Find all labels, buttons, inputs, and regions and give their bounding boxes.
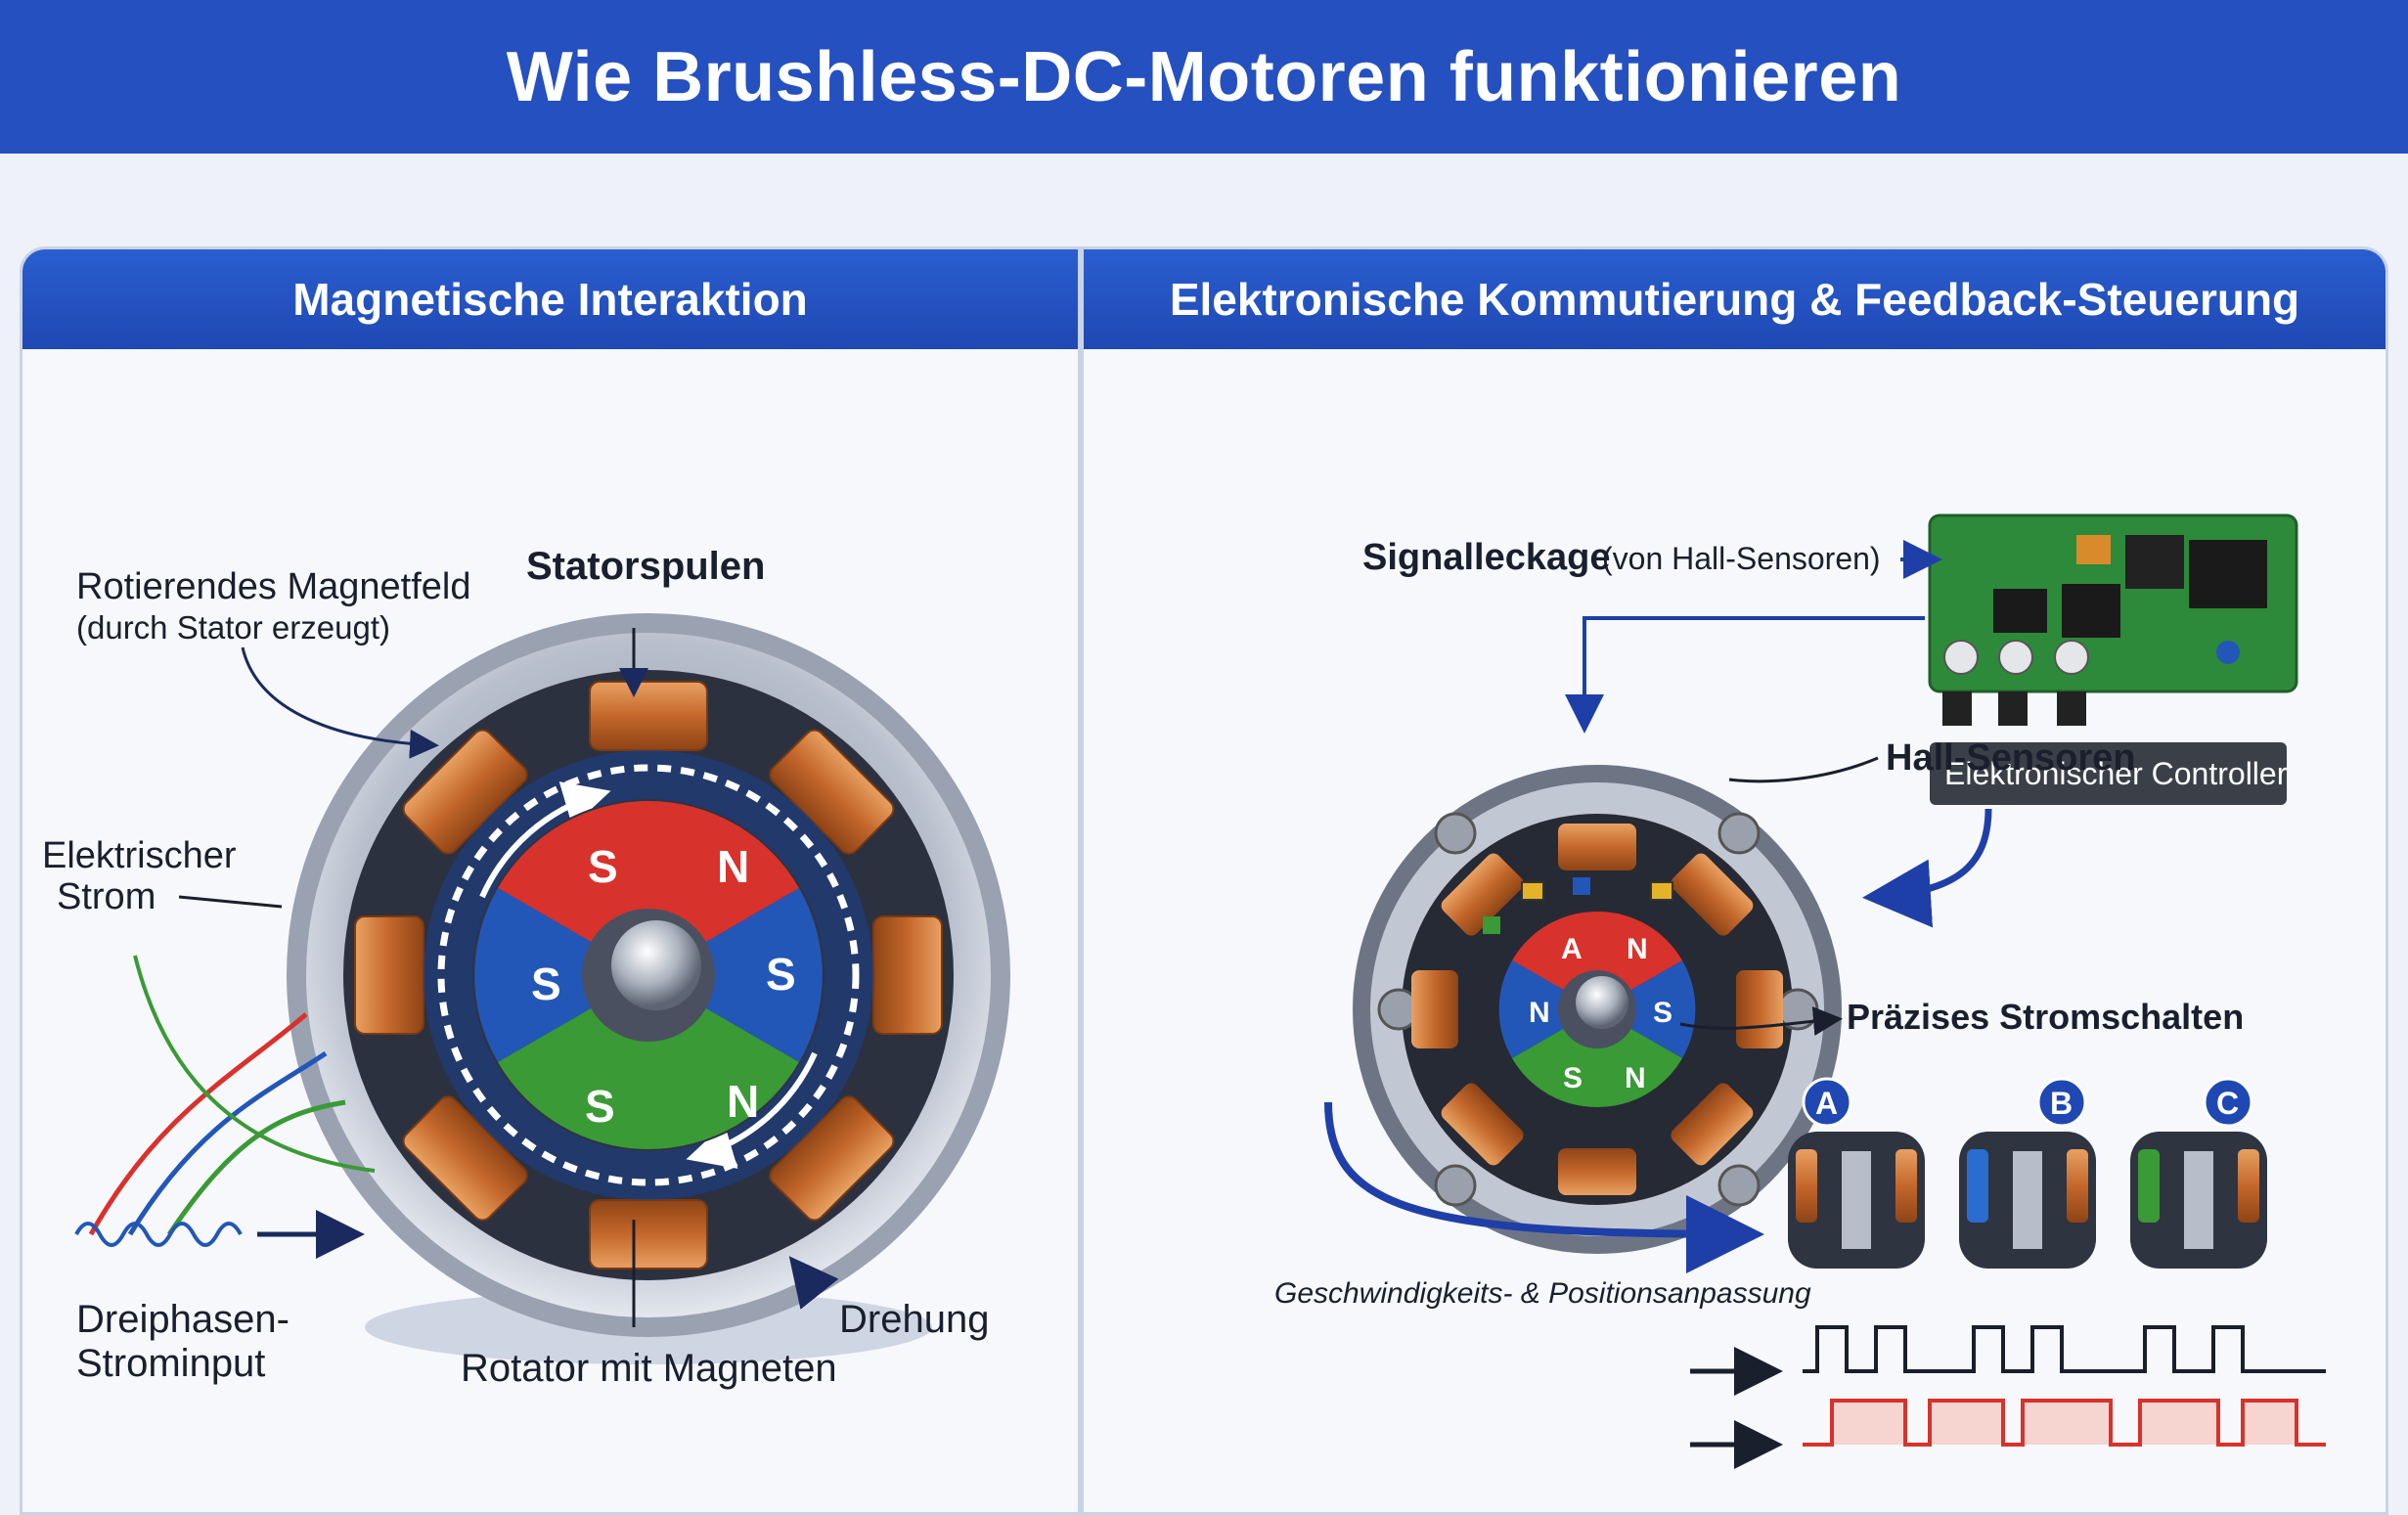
pole-label: N	[717, 841, 749, 892]
digital-signal-wave	[1803, 1325, 2326, 1373]
hall-pointer	[1728, 756, 1879, 783]
adjust-label: Geschwindigkeits- & Positionsanpassung	[1274, 1277, 1811, 1310]
rotation-arrow	[788, 1256, 839, 1310]
shaft-right	[1576, 976, 1628, 1029]
pole-label: S	[1563, 1062, 1583, 1094]
pole-label: S	[766, 949, 796, 1000]
magnetic-interaction-panel: Magnetische Interaktion	[20, 246, 1081, 1515]
phase-wire-blue	[127, 1050, 328, 1236]
pole-label: S	[585, 1081, 615, 1132]
rotating-field-ring	[437, 764, 860, 1186]
rotating-field-label: Rotierendes Magnetfeld	[76, 566, 470, 607]
phase-wire-red	[88, 1012, 308, 1236]
field-arrow	[479, 781, 611, 899]
left-panel-heading: Magnetische Interaktion	[22, 249, 1078, 349]
controller-label-box	[1930, 742, 2287, 805]
phase-label: B	[2050, 1086, 2073, 1121]
three-phase-label: Dreiphasen-	[76, 1298, 290, 1341]
pole-label: N	[1627, 933, 1648, 965]
controller-label: Elektronischer Controller	[1944, 756, 2288, 791]
pole-label: S	[531, 958, 561, 1009]
phase-coil-c	[2130, 1077, 2267, 1269]
stator-coils-right	[1411, 824, 1783, 1195]
hall-sensors-label: Hall-Sensoren	[1886, 737, 2136, 779]
page-title: Wie Brushless-DC-Motoren funktionieren	[506, 37, 1902, 116]
pole-label: A	[1561, 933, 1583, 965]
rotation-label: Drehung	[839, 1298, 989, 1341]
field-pointer	[241, 646, 439, 759]
right-panel-heading: Elektronische Kommutierung & Feedback-St…	[1084, 249, 2386, 349]
stator-coils	[354, 681, 943, 1270]
shaft	[611, 920, 701, 1010]
stator-coils-label: Statorspulen	[526, 545, 765, 588]
pwm-current-wave	[1803, 1399, 2326, 1447]
signal-sublabel: (von Hall-Sensoren)	[1602, 541, 1881, 576]
rotor-label: Rotator mit Magneten	[461, 1347, 837, 1390]
current-wire	[133, 955, 376, 1173]
three-phase-label-2: Strominput	[76, 1342, 265, 1385]
commutation-illustration: Elektronischer Controller Signalleckage …	[1274, 513, 2326, 1469]
pole-label: N	[727, 1076, 759, 1127]
phase-label: A	[1815, 1086, 1838, 1121]
pole-label: S	[588, 841, 618, 892]
electric-current-label: Elektrischer	[42, 835, 237, 876]
current-pointer	[178, 895, 283, 909]
controller-pcb	[1928, 513, 2298, 726]
bldc-motor-illustration: S N S S S N Statorspulen Rotierendes Mag…	[42, 545, 1010, 1390]
rotating-field-sublabel: (durch Stator erzeugt)	[76, 609, 390, 646]
switching-pointer	[1679, 1006, 1843, 1036]
hall-feedback-arrow	[1862, 808, 1992, 928]
pole-label: N	[1625, 1062, 1646, 1094]
adjust-arrow	[1324, 1101, 1764, 1273]
signal-label: Signalleckage	[1362, 537, 1610, 578]
switching-label: Präzises Stromschalten	[1847, 997, 2244, 1037]
phase-coil-b	[1959, 1077, 2096, 1269]
phase-coil-a	[1788, 1077, 1925, 1269]
pole-label: S	[1653, 997, 1672, 1029]
phase-label: C	[2216, 1086, 2239, 1121]
field-arrow	[686, 1051, 818, 1169]
pole-label: N	[1529, 997, 1550, 1029]
mount-bolts	[1377, 812, 1819, 1207]
feedback-arrow	[1565, 616, 1925, 734]
sine-wave-icon	[74, 1222, 243, 1247]
title-bar: Wie Brushless-DC-Motoren funktionieren	[0, 0, 2408, 154]
commutation-panel: Elektronische Kommutierung & Feedback-St…	[1081, 246, 2388, 1515]
hall-sensor-chips	[1483, 877, 1673, 934]
electric-current-label-2: Strom	[57, 876, 156, 917]
